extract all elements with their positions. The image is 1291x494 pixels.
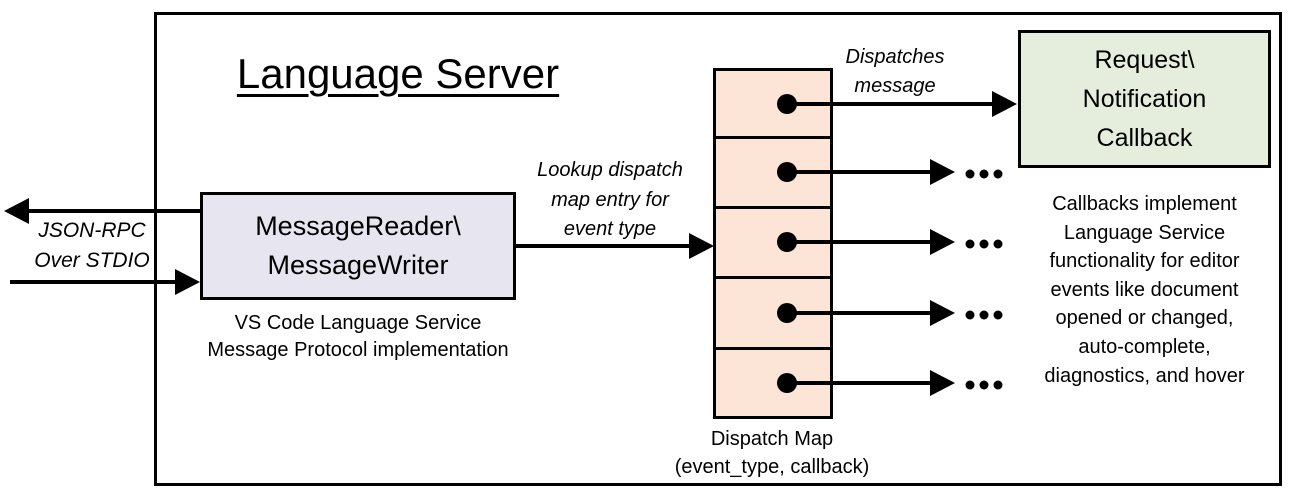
dispatch-map-caption: Dispatch Map (event_type, callback) <box>674 428 870 478</box>
lookup-dispatch-label: Lookup dispatch map entry for event type <box>537 159 683 240</box>
request-notification-callback-box: Request\ Notification Callback <box>1018 30 1271 168</box>
callbacks-description-note: Callbacks implement Language Service fun… <box>1044 193 1245 387</box>
diagram-title: Language Server <box>236 50 560 97</box>
json-rpc-stdio-label: JSON-RPC Over STDIO <box>34 219 150 272</box>
message-reader-writer-box: MessageReader\ MessageWriter <box>200 192 516 300</box>
dispatches-message-label: Dispatches message <box>845 46 945 97</box>
reader-box-caption: VS Code Language Service Message Protoco… <box>207 312 509 361</box>
